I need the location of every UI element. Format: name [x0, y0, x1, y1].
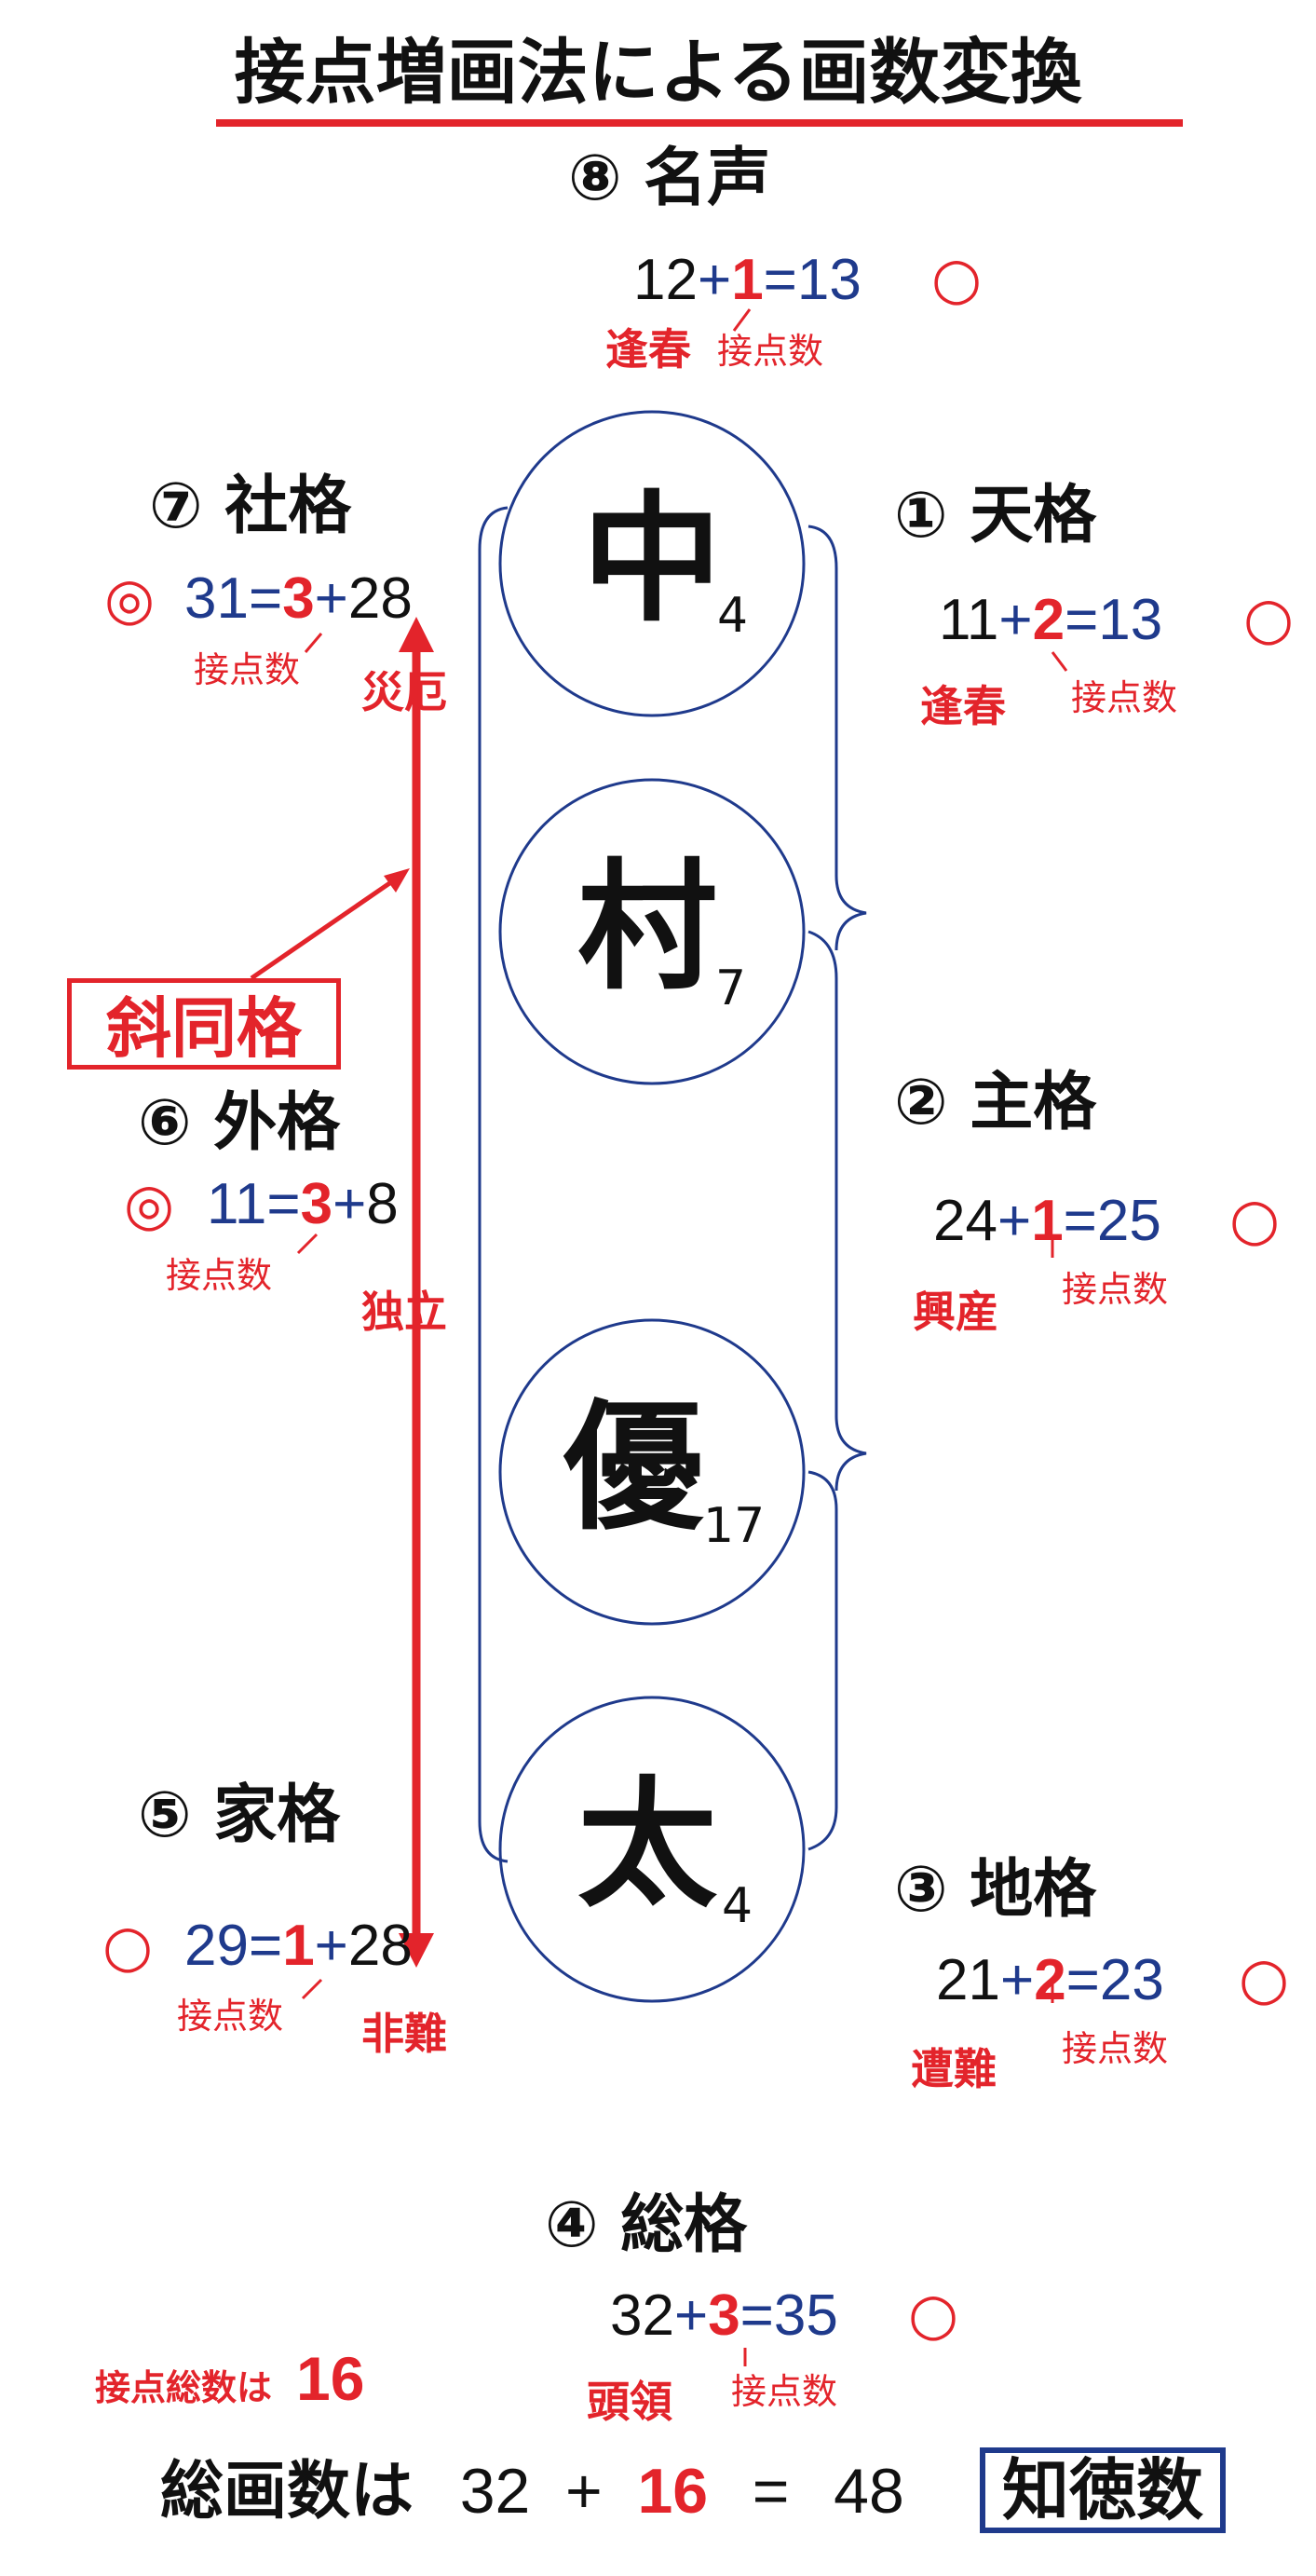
- total-result: 48: [834, 2456, 904, 2527]
- total-strokes: 総画数は 32 + 16 = 48: [160, 2460, 904, 2524]
- total-label: 総画数は: [160, 2455, 414, 2528]
- name-char-3-strokes: 17: [703, 1498, 766, 1554]
- contact-total-value: 16: [296, 2344, 365, 2413]
- name-char-4: 太: [577, 1763, 718, 1927]
- left-bracket: [478, 506, 509, 1863]
- meisei-contact-label: 接点数: [717, 331, 824, 372]
- tick-shakaku: [304, 633, 323, 653]
- kakaku-equation: 29=1+28: [184, 1914, 413, 1978]
- shukaku-label: ② 主格: [894, 1066, 1097, 1139]
- tick-gaikaku: [296, 1233, 319, 1255]
- tick-kakaku: [301, 1978, 323, 2000]
- gaikaku-label: ⑥ 外格: [138, 1086, 341, 1160]
- sokaku-equation: 32+3=35: [610, 2283, 838, 2348]
- shukaku-equation: 24+1=25: [933, 1189, 1161, 1253]
- gaikaku-contact-label: 接点数: [166, 1255, 273, 1296]
- kakaku-contact-label: 接点数: [177, 1996, 284, 2037]
- meisei-label: ⑧ 名声: [568, 142, 771, 215]
- shakaku-contact-label: 接点数: [194, 649, 301, 690]
- tick-tenkaku: [1051, 651, 1068, 672]
- shakaku-fortune: 災厄: [361, 667, 447, 717]
- shukaku-mark: ○: [1229, 1185, 1281, 1253]
- arrow-head-bottom: [399, 1933, 434, 1968]
- gaikaku-equation: 11=3+8: [207, 1172, 399, 1236]
- shadokaku-box: 斜同格: [67, 978, 341, 1070]
- tenkaku-fortune: 逢春: [920, 681, 1006, 731]
- shakaku-equation: 31=3+28: [184, 566, 413, 631]
- tenkaku-contact-label: 接点数: [1071, 677, 1178, 718]
- meisei-fortune: 逢春: [605, 324, 691, 375]
- diagonal-pointer: [250, 873, 402, 981]
- kakaku-mark: ○: [102, 1912, 154, 1980]
- arrow-head-top: [399, 617, 434, 652]
- circle-3: [498, 1318, 806, 1626]
- name-char-2-strokes: 7: [715, 961, 747, 1016]
- shakaku-mark: ◎: [104, 565, 156, 633]
- chikaku-label: ③ 地格: [894, 1853, 1097, 1927]
- diagonal-pointer-head: [384, 868, 410, 893]
- name-char-3: 優: [563, 1385, 704, 1549]
- shakaku-label: ⑦ 社格: [149, 470, 352, 543]
- total-base: 32: [459, 2456, 531, 2527]
- sokaku-mark: ○: [908, 2280, 959, 2348]
- sokaku-fortune: 頭領: [587, 2377, 672, 2427]
- name-char-1: 中: [582, 477, 723, 641]
- circle-1: [498, 410, 806, 717]
- tenkaku-mark: ○: [1243, 584, 1295, 652]
- sokaku-label: ④ 総格: [545, 2188, 748, 2262]
- sokaku-contact-label: 接点数: [731, 2371, 838, 2412]
- gaikaku-mark: ◎: [124, 1170, 175, 1238]
- tenkaku-equation: 11+2=13: [939, 588, 1163, 652]
- right-bracket-bottom: [807, 1470, 838, 1851]
- page-title: 接点増画法による画数変換: [234, 31, 1082, 114]
- right-bracket-mid: [807, 930, 867, 1492]
- kakaku-label: ⑤ 家格: [138, 1779, 341, 1852]
- contact-total-label: 接点総数は: [95, 2367, 273, 2408]
- title-underline: [216, 119, 1183, 127]
- total-contact: 16: [637, 2456, 709, 2527]
- right-bracket-top: [807, 525, 867, 951]
- total-eq: =: [752, 2456, 790, 2527]
- gaikaku-fortune: 独立: [361, 1287, 447, 1337]
- shukaku-fortune: 興産: [913, 1287, 998, 1337]
- chikaku-mark: ○: [1239, 1944, 1290, 2012]
- chikaku-contact-label: 接点数: [1062, 2028, 1169, 2069]
- name-char-4-strokes: 4: [722, 1878, 753, 1934]
- meisei-equation: 12+1=13: [633, 248, 862, 312]
- meisei-mark: ○: [931, 244, 983, 312]
- chikaku-fortune: 遭難: [911, 2044, 997, 2094]
- shukaku-contact-label: 接点数: [1062, 1269, 1169, 1310]
- name-char-2: 村: [577, 845, 718, 1009]
- total-op: +: [565, 2456, 603, 2527]
- kakaku-fortune: 非難: [361, 2009, 447, 2059]
- chitoku-badge: 知徳数: [980, 2447, 1226, 2533]
- tick-meisei: [732, 308, 752, 332]
- name-char-1-strokes: 4: [717, 588, 749, 644]
- tenkaku-label: ① 天格: [894, 479, 1097, 552]
- circle-4: [498, 1696, 806, 2003]
- chikaku-equation: 21+2=23: [936, 1948, 1164, 2012]
- circle-2: [498, 778, 806, 1085]
